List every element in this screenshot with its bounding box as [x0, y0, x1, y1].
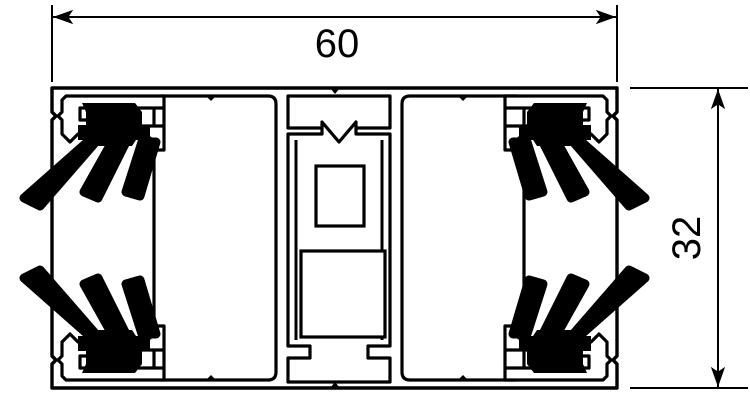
dimension-label-width: 60	[315, 22, 360, 66]
dimension-height-32: 32	[630, 87, 748, 389]
void-upper	[314, 164, 366, 228]
v-notch-top	[320, 120, 358, 144]
dimension-label-height: 32	[665, 216, 709, 261]
tick-right-chamber-bottom	[458, 375, 468, 380]
center-tick-top	[330, 88, 340, 94]
void-lower	[299, 249, 387, 339]
tick-left-chamber-top	[206, 96, 216, 101]
dimension-width-60: 60	[51, 5, 618, 82]
tick-right-chamber-top	[458, 96, 468, 101]
center-tick-bottom	[330, 382, 340, 388]
tick-left-chamber-bottom	[206, 375, 216, 380]
chamber-left	[152, 94, 278, 382]
